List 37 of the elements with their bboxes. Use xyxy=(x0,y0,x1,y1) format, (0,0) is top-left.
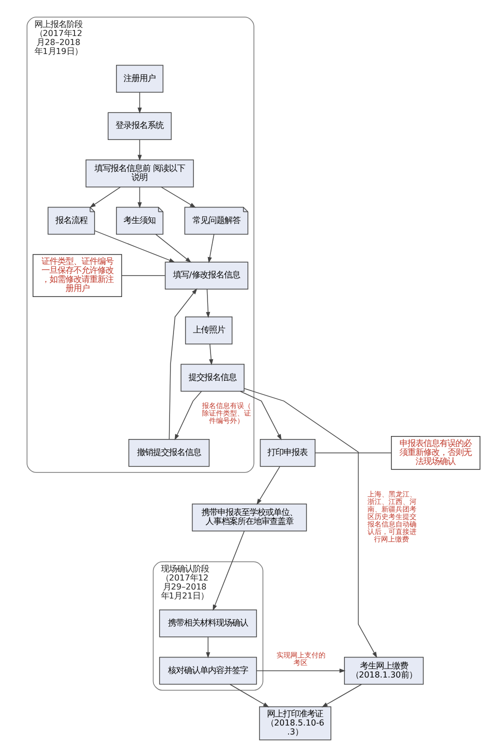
node-box: 证件类型、证件编号一旦保存不允许修改，如需修改请重新注册用户 xyxy=(32,254,122,297)
arrow xyxy=(168,288,197,440)
arrow xyxy=(205,636,210,658)
arrow xyxy=(155,234,191,263)
node-box: 上传照片 xyxy=(184,316,232,344)
arrow xyxy=(207,234,214,264)
arrow xyxy=(256,466,280,505)
node-box: 携带相关材料现场确认 xyxy=(158,610,256,638)
arrow xyxy=(212,530,244,611)
node-box: 填写/修改报名信息 xyxy=(164,262,248,290)
arrow xyxy=(208,344,213,366)
arrow xyxy=(137,92,142,114)
node-box: 填写报名信息前 阅读以下说明 xyxy=(85,160,194,188)
connector xyxy=(314,452,392,454)
node-box: 注册用户 xyxy=(116,64,163,93)
arrow xyxy=(256,668,346,673)
node-box: 网上打印准考证 （2018.5.10-6.3） xyxy=(258,706,331,740)
arrow xyxy=(321,684,362,708)
node-box: 打印申报表 xyxy=(259,438,315,467)
arrow xyxy=(174,390,202,440)
node-box: 申报表信息有误的必须重新修改，否则无法现场确认 xyxy=(390,436,480,470)
connector xyxy=(120,275,165,276)
arrow xyxy=(160,186,196,208)
arrow xyxy=(94,230,175,262)
node-box: 考生网上缴费 （2018.1.30前） xyxy=(344,656,424,685)
node-box: 登录报名系统 xyxy=(107,112,172,140)
node-box: 携带申报表至学校或单位、人事档案所在地审查盖章 xyxy=(191,504,306,532)
node-box: 提交报名信息 xyxy=(180,364,244,392)
arrow xyxy=(240,390,282,440)
node-box: 核对确认单内容并签字 xyxy=(158,656,256,685)
node-box: 撤销提交报名信息 xyxy=(128,438,210,467)
arrow xyxy=(89,186,120,208)
arrow xyxy=(137,139,142,161)
arrow xyxy=(205,288,210,318)
arrow xyxy=(137,186,142,208)
arrow xyxy=(243,388,377,658)
arrow xyxy=(229,684,269,708)
